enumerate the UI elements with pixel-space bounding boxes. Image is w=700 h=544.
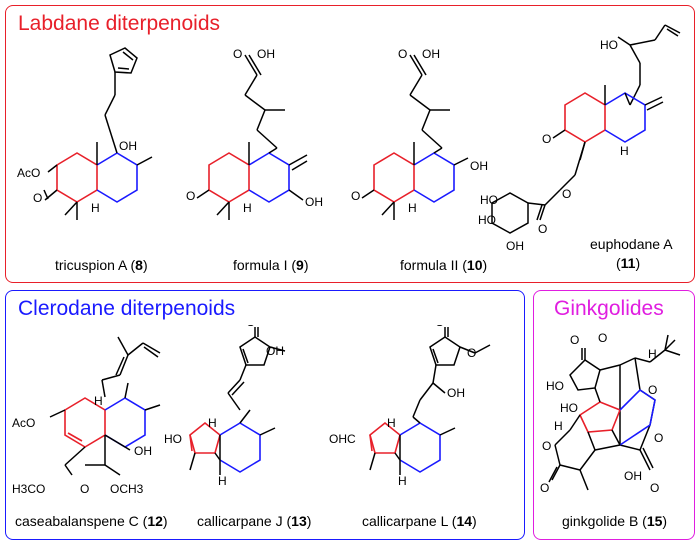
structure-callicarpane-j: OH O HO H H [164,325,286,488]
hydroxyl-label: OH [119,139,137,153]
hydroxyl-label: HO [480,193,498,207]
ginkgolides-panel: Ginkgolides [533,290,695,540]
hydroxyl-label: HO [164,432,182,446]
compound-name: callicarpane L [362,513,448,529]
labdane-panel: Labdane diterpenoids [5,5,695,283]
galloyl-hydroxyls: HO HO OH [478,193,524,253]
acetoxy-label: AcO [17,166,40,180]
lactone-oxygen-label: O [654,431,663,445]
structure-formula-i: OH O O OH H [186,47,323,220]
hydrogen-label: H [208,416,217,430]
carbonyl-oxygen-label: O [650,481,659,495]
hydrogen-label: H [387,416,396,430]
structure-tricuspion-a: AcO O OH H [17,47,153,220]
hydroxyl-label: HO [478,213,496,227]
compound-number: 11 [620,255,636,271]
compound-number: 9 [296,257,304,273]
compound-number: 13 [291,513,307,529]
labdane-panel-title: Labdane diterpenoids [18,12,221,35]
oxo-label: O [186,189,195,203]
carbonyl-oxygen-label: O [570,333,579,347]
hydrogen-label: H [398,474,407,488]
hydroxyl-label: OH [624,469,642,483]
hydroxyl-label: OH [506,239,524,253]
hydroxyl-label: OH [447,386,465,400]
hydroxyl-label: HO [600,38,618,52]
compound-label-14: callicarpane L (14) [362,513,477,529]
hydroxyl-label: OH [257,47,275,61]
clerodane-panel-title: Clerodane diterpenoids [18,297,236,320]
hydroxyl-label: OH [422,47,440,61]
compound-name: caseabalanspene C [15,513,139,529]
acetoxy-label: AcO [12,416,35,430]
formyl-label: OHC [329,432,356,446]
oxo-label: O [351,189,360,203]
ring-oxygen-label: O [80,482,89,496]
hydroxyl-label: OH [134,444,152,458]
hydrogen-label: H [91,201,100,215]
hydrogen-label: H [408,201,417,215]
compound-label-15: ginkgolide B (15) [562,513,668,529]
hydroxyl-label: OH [305,195,323,209]
structure-euphodane-a: HO O H O O [491,24,681,236]
oxo-label: O [435,325,444,329]
lactone-oxygen-label: O [598,331,607,345]
compound-number: 14 [456,513,473,529]
carbonyl-oxygen-label: O [540,481,549,495]
carbonyl-oxygen-label: O [538,222,547,236]
oxo-label: O [542,132,551,146]
hydrogen-label: H [94,394,103,408]
compound-name: callicarpane J [197,513,283,529]
compound-name: formula II [400,257,459,273]
oxo-label: O [246,325,255,329]
ginkgolides-panel-title: Ginkgolides [554,297,664,320]
hydrogen-label: H [243,201,252,215]
hydroxyl-label: HO [546,379,564,393]
ring-oxygen-label: O [648,383,657,397]
compound-name: tricuspion A [55,257,127,273]
ether-oxygen-label: O [467,346,476,360]
ester-oxygen-label: O [562,187,571,201]
compound-number: 12 [147,513,163,529]
structure-ginkgolide-b: O O HO HO H O H O O OH O O [540,331,681,495]
compound-label-8: tricuspion A (8) [55,257,148,273]
compound-label-11-name: euphodane A [590,236,673,252]
hydroxyl-label: OH [470,159,488,173]
compound-label-10: formula II (10) [400,257,488,273]
compound-label-9: formula I (9) [233,257,309,273]
structure-caseabalanspene-c: AcO H OH O H3CO OCH3 [12,336,161,496]
structure-formula-ii: OH O O OH H [351,47,488,220]
compound-label-11-number: (11) [616,255,641,271]
compound-number: 15 [646,513,663,529]
lactone-oxygen-label: O [542,439,551,453]
compound-name: formula I [233,257,288,273]
compound-name: euphodane A [590,236,673,252]
oxo-label: O [233,47,242,61]
compound-number: 8 [135,257,143,273]
hydrogen-label: H [648,347,657,361]
oxo-label: O [398,47,407,61]
methoxy-label: H3CO [12,482,45,496]
hydrogen-label: H [218,474,227,488]
oxo-label: O [33,191,42,205]
clerodane-panel: Clerodane diterpenoids [5,290,525,540]
compound-label-13: callicarpane J (13) [197,513,312,529]
compound-name: ginkgolide B [562,513,639,529]
methoxy-label: OCH3 [110,482,144,496]
compound-label-12: caseabalanspene C (12) [15,513,168,529]
hydrogen-label: H [620,144,629,158]
hydroxyl-label: OH [266,344,284,358]
hydroxyl-label: HO [560,401,578,415]
hydrogen-label: H [554,419,563,433]
structure-callicarpane-l: O O OH OHC H H [329,325,491,488]
compound-number: 10 [466,257,483,273]
